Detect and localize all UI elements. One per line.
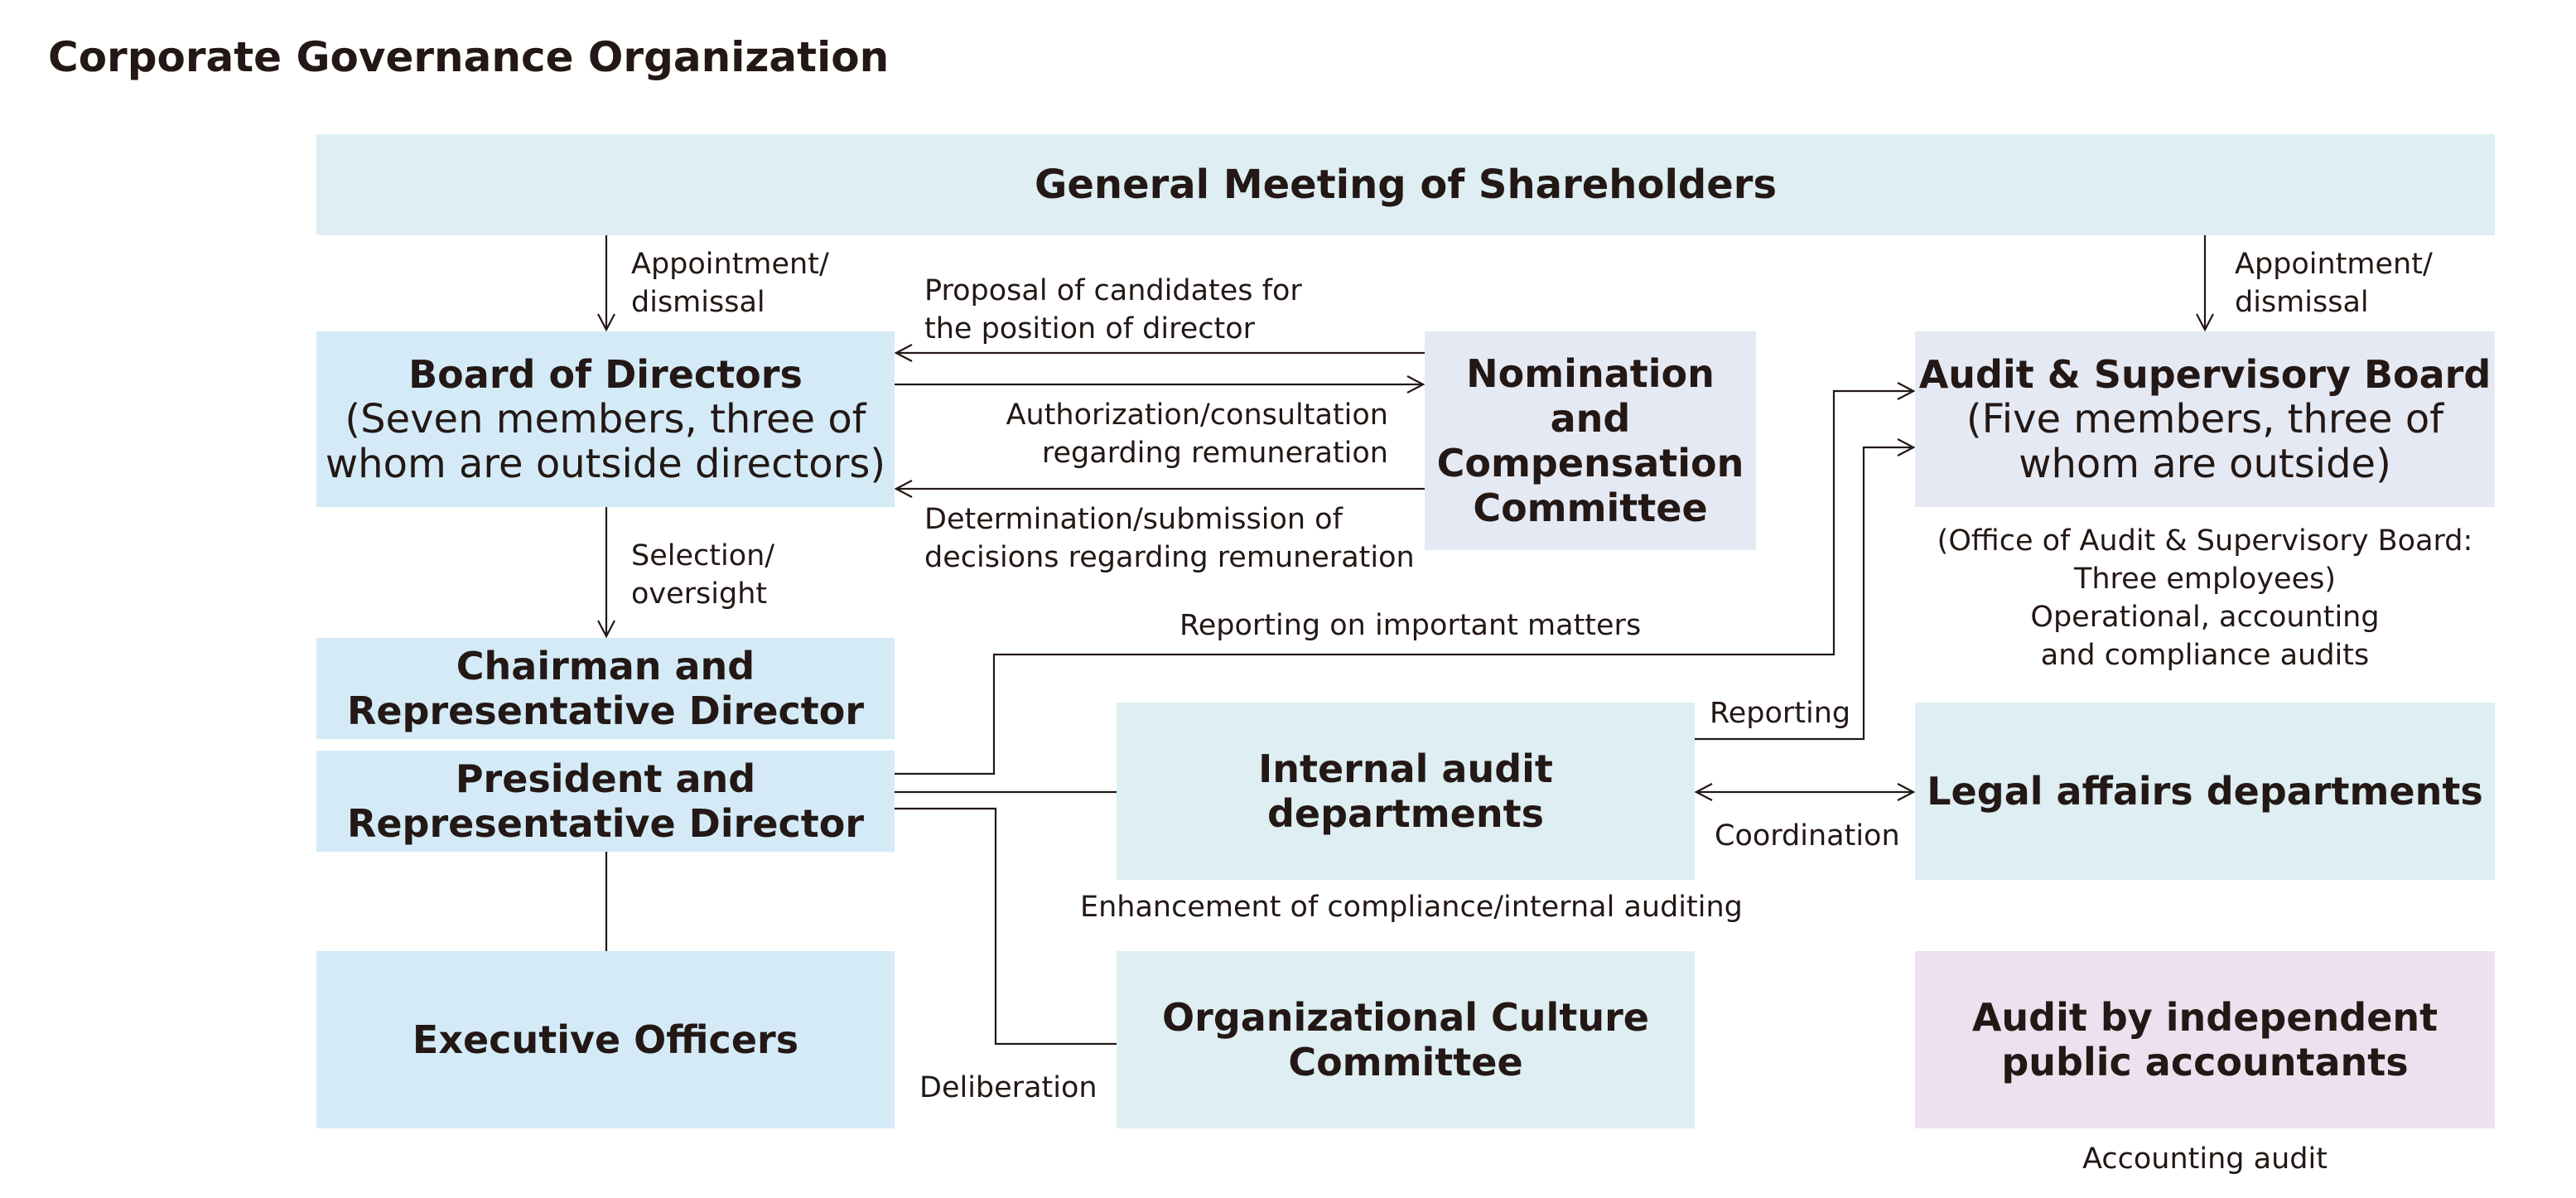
- accountants-box: Audit by independent public accountants: [1915, 951, 2495, 1128]
- culture-line-2: Committee: [1288, 1040, 1523, 1084]
- culture-line-1: Organizational Culture: [1162, 995, 1649, 1040]
- organizational-culture-box: Organizational Culture Committee: [1117, 951, 1695, 1128]
- appointment-left-line-2: dismissal: [631, 286, 765, 319]
- chairman-box: Chairman and Representative Director: [316, 638, 895, 739]
- determination-line-1: Determination/submission of: [924, 503, 1343, 536]
- accountants-line-1: Audit by independent: [1971, 995, 2439, 1040]
- selection-line-2: oversight: [631, 577, 768, 611]
- determination-label: Determination/submission of decisions re…: [924, 500, 1415, 577]
- authorization-label: Authorization/consultation regarding rem…: [1006, 396, 1388, 472]
- appointment-right-line-2: dismissal: [2235, 286, 2369, 319]
- audit-board-detail-line-1: (Five members, three of: [1966, 396, 2444, 442]
- office-note: (Office of Audit & Supervisory Board: Th…: [1915, 522, 2495, 674]
- reporting-line: [1695, 447, 1913, 741]
- board-detail-line-2: whom are outside directors): [325, 441, 886, 487]
- appointment-label-left: Appointment/ dismissal: [631, 245, 829, 321]
- page-title: Corporate Governance Organization: [48, 33, 890, 81]
- executive-officers-box: Executive Officers: [316, 951, 895, 1128]
- nomination-committee-box: Nomination and Compensation Committee: [1425, 331, 1756, 550]
- accountants-line-2: public accountants: [2001, 1040, 2409, 1084]
- reporting-important-label: Reporting on important matters: [1179, 609, 1642, 642]
- proposal-label: Proposal of candidates for the position …: [924, 272, 1302, 348]
- office-note-line-3: Operational, accounting: [2030, 601, 2380, 634]
- coordination-label: Coordination: [1715, 819, 1900, 853]
- internal-audit-title: Internal audit departments: [1258, 746, 1553, 836]
- shareholders-box: General Meeting of Shareholders: [316, 134, 2495, 235]
- nomination-line-2: and: [1550, 396, 1631, 441]
- enhancement-label: Enhancement of compliance/internal audit…: [1080, 891, 1743, 924]
- legal-affairs-title: Legal affairs departments: [1927, 769, 2483, 814]
- selection-label: Selection/ oversight: [631, 537, 774, 613]
- internal-audit-box: Internal audit departments: [1117, 703, 1695, 880]
- appointment-label-right: Appointment/ dismissal: [2235, 245, 2433, 321]
- accounting-audit-label: Accounting audit: [2082, 1142, 2328, 1176]
- board-detail-line-1: (Seven members, three of: [345, 396, 866, 442]
- appointment-left-line-1: Appointment/: [631, 248, 829, 281]
- board-title: Board of Directors: [408, 352, 803, 397]
- president-line-2: Representative Director: [346, 801, 865, 846]
- determination-line-2: decisions regarding remuneration: [924, 541, 1415, 574]
- office-note-line-1: (Office of Audit & Supervisory Board:: [1937, 524, 2473, 558]
- board-of-directors-box: Board of Directors (Seven members, three…: [316, 331, 895, 507]
- reporting-label: Reporting: [1710, 697, 1851, 730]
- nomination-line-4: Committee: [1473, 485, 1708, 530]
- appointment-right-line-1: Appointment/: [2235, 248, 2433, 281]
- authorization-line-1: Authorization/consultation: [1006, 399, 1388, 432]
- president-box: President and Representative Director: [316, 751, 895, 852]
- deliberation-label: Deliberation: [919, 1071, 1097, 1104]
- nomination-line-1: Nomination: [1466, 351, 1715, 396]
- nomination-line-3: Compensation: [1436, 441, 1744, 485]
- executive-officers-title: Executive Officers: [412, 1017, 799, 1062]
- audit-board-title: Audit & Supervisory Board: [1918, 352, 2492, 397]
- audit-board-detail-line-2: whom are outside): [2019, 441, 2391, 487]
- reporting-important-line: [895, 391, 1913, 775]
- authorization-line-2: regarding remuneration: [1041, 437, 1388, 470]
- selection-line-1: Selection/: [631, 539, 775, 572]
- shareholders-title: General Meeting of Shareholders: [1034, 162, 1778, 208]
- chairman-line-1: Chairman and: [456, 644, 755, 688]
- proposal-line-2: the position of director: [924, 312, 1256, 345]
- office-note-line-2: Three employees): [2073, 563, 2337, 596]
- office-note-line-4: and compliance audits: [2040, 639, 2370, 672]
- chairman-line-2: Representative Director: [346, 688, 865, 733]
- audit-supervisory-board-box: Audit & Supervisory Board (Five members,…: [1915, 331, 2495, 507]
- president-line-1: President and: [455, 756, 756, 801]
- president-to-culture-line: [895, 807, 1117, 1046]
- legal-affairs-box: Legal affairs departments: [1915, 703, 2495, 880]
- proposal-line-1: Proposal of candidates for: [924, 274, 1302, 307]
